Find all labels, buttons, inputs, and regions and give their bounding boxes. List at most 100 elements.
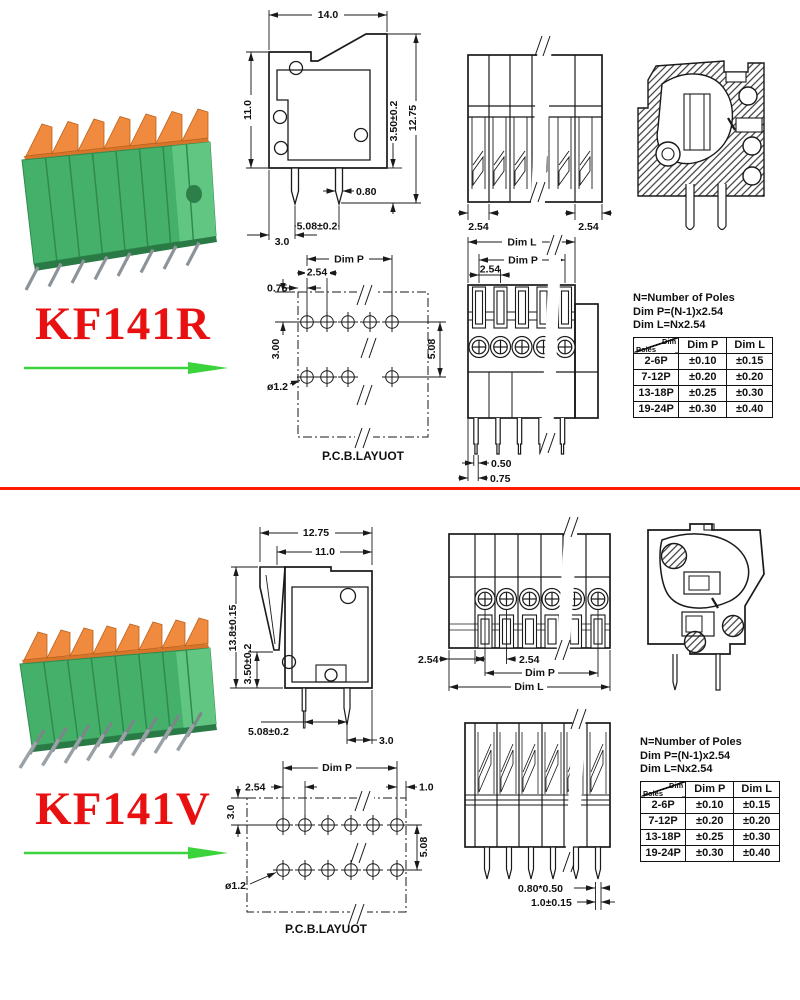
dim-width-top: 14.0 xyxy=(318,9,339,21)
body-outline xyxy=(268,33,388,169)
solder-pins-front-row xyxy=(18,723,195,769)
dim-pitch-right: 2.54 xyxy=(578,221,599,233)
kf141r-front-view-1: 2.54 2.54 xyxy=(458,35,612,233)
table-row: 2-6P±0.10±0.15 xyxy=(639,796,780,814)
dim-width-inner: 11.0 xyxy=(315,546,335,558)
pin-1 xyxy=(685,184,695,231)
dim-offset-x: 1.0 xyxy=(419,782,434,794)
dim-pin-width: 0.80 xyxy=(356,186,377,198)
dim-l-label: Dim L xyxy=(507,237,537,249)
pcb-layout-caption: P.C.B.LAYUOT xyxy=(285,922,368,936)
break-gap xyxy=(540,237,562,458)
kf141v-front-view-2: 0.80*0.50 1.0±0.15 xyxy=(464,708,615,910)
pin-1 xyxy=(290,167,300,207)
pin-1 xyxy=(672,654,678,691)
pin-1 xyxy=(301,687,307,712)
pcb-layout-caption: P.C.B.LAYUOT xyxy=(322,449,405,463)
dim-pitch-left: 2.54 xyxy=(468,221,489,233)
dim-height: 13.8±0.15 xyxy=(228,605,239,652)
orange-levers xyxy=(25,108,209,157)
housing-base xyxy=(34,236,217,271)
bottom-pins xyxy=(483,846,602,880)
dim-pitch: 2.54 xyxy=(480,264,501,276)
pole-segment-lines xyxy=(43,649,194,744)
screw-section-1 xyxy=(660,542,688,570)
note-poles: N=Number of Poles xyxy=(640,736,742,748)
note-poles: N=Number of Poles xyxy=(633,292,735,304)
table-row: 19-24P±0.30±0.40 xyxy=(639,844,780,862)
dim-pin-length: 3.50±0.2 xyxy=(242,643,254,684)
extension-lines xyxy=(231,761,422,871)
mount-hole xyxy=(186,185,202,203)
kf141r-side-view-drawing: 14.0 11.0 12.75 3.50±0.2 0.80 5.08±0.2 3… xyxy=(242,9,421,247)
dim-pin-offset: 0.75 xyxy=(490,473,511,485)
extension-lines xyxy=(595,882,602,910)
table-row: 2-6P±0.10±0.15 xyxy=(632,352,773,370)
dim-width-top: 12.75 xyxy=(303,527,329,539)
dim-height-right: 12.75 xyxy=(407,105,419,131)
pin-2 xyxy=(343,687,351,726)
dimension-lines xyxy=(574,885,615,905)
kf141v-cross-section xyxy=(647,523,765,691)
header-dim-l: Dim L xyxy=(733,780,780,798)
lever-wedge xyxy=(259,566,286,651)
header-dim-l: Dim L xyxy=(726,336,773,354)
kf141r-photo-body xyxy=(21,108,217,291)
pin-2 xyxy=(715,653,721,691)
inner-contour xyxy=(291,586,369,683)
screw-section-3 xyxy=(683,630,707,654)
dimension-lines xyxy=(233,530,377,743)
dim-hole-pitch: 2.54 xyxy=(307,267,328,279)
dim-pin-length: 3.50±0.2 xyxy=(388,100,400,141)
dim-p-label: Dim P xyxy=(508,255,538,267)
dim-pin-length: 1.0±0.15 xyxy=(531,897,572,909)
screw-section-2 xyxy=(721,614,745,638)
dim-offset-y: 3.0 xyxy=(225,805,237,820)
pcb-outline-dashed xyxy=(246,797,407,913)
orange-levers xyxy=(23,617,209,661)
kf141v-front-view-1: 2.54 2.54 Dim P Dim L xyxy=(418,516,611,693)
dim-pitch-left: 2.54 xyxy=(418,654,439,666)
kf141r-cross-section xyxy=(637,60,765,231)
dim-hole-diameter: ø1.2 xyxy=(225,880,246,892)
kf141r-product-photo xyxy=(21,108,217,291)
note-dim-p: Dim P=(N-1)x2.54 xyxy=(640,749,731,762)
dim-l-label: Dim L xyxy=(514,681,544,693)
kf141v-side-view-drawing: 12.75 11.0 13.8±0.15 3.50±0.2 5.08±0.2 3… xyxy=(228,527,394,747)
kf141r-pcb-layout-drawing: Dim P 2.54 0.75 3.00 5.08 ø1.2 P.C.B.LAY… xyxy=(267,253,446,463)
spec-block-kf141r: N=Number of Poles Dim P=(N-1)x2.54 Dim L… xyxy=(632,292,773,418)
dim-pitch-mid: 2.54 xyxy=(519,654,540,666)
green-arrow-r xyxy=(24,362,228,374)
note-dim-l: Dim L=Nx2.54 xyxy=(633,319,706,331)
body-outline xyxy=(284,566,373,689)
green-arrow-v xyxy=(24,847,228,859)
dim-pin-width: 0.50 xyxy=(491,458,512,470)
kf141v-photo-body xyxy=(18,617,217,769)
break-gap xyxy=(530,38,552,224)
table-row: 19-24P±0.30±0.40 xyxy=(632,400,773,418)
dim-offset-x: 0.75 xyxy=(267,283,288,295)
table-row: 13-18P±0.25±0.30 xyxy=(632,384,773,402)
pin-2 xyxy=(334,167,344,207)
model-label-kf141r: KF141R xyxy=(35,298,211,350)
kf141r-front-view-2: Dim L Dim P 2.54 0.50 0.75 xyxy=(458,234,599,485)
table-row: 13-18P±0.25±0.30 xyxy=(639,828,780,846)
arrow-head xyxy=(188,847,228,859)
dim-p-label: Dim P xyxy=(322,762,352,774)
pole-segment-lines xyxy=(44,144,195,261)
kf141v-product-photo xyxy=(18,617,217,769)
table-row: 7-12P±0.20±0.20 xyxy=(639,812,780,830)
side-block xyxy=(574,303,599,419)
dim-p-label: Dim P xyxy=(525,667,555,679)
table-row: 7-12P±0.20±0.20 xyxy=(632,368,773,386)
pin-1-tip xyxy=(302,710,306,729)
dim-edge-offset: 3.0 xyxy=(275,236,290,247)
dim-row-pitch: 5.08 xyxy=(426,339,438,360)
header-dim-p: Dim P xyxy=(685,780,735,798)
break-gap xyxy=(556,520,578,662)
